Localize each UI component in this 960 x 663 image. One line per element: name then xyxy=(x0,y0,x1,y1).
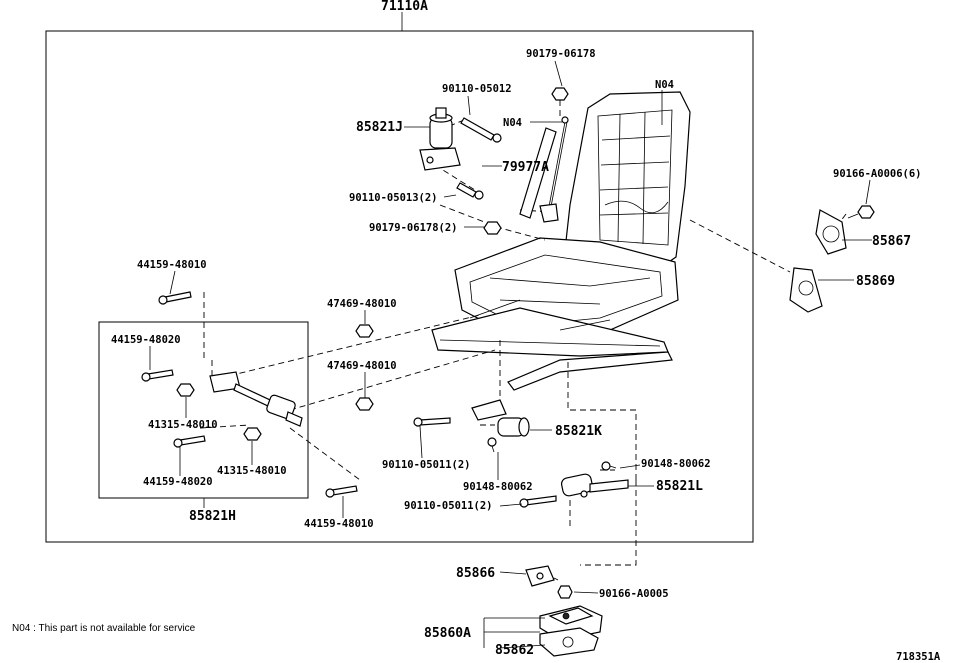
bolt-44159-48020-a xyxy=(141,369,174,382)
label-n04-a: N04 xyxy=(503,117,522,129)
assembly-frame xyxy=(45,30,754,543)
label-85860a: 85860A xyxy=(424,626,471,641)
nut-47469-b xyxy=(355,397,374,411)
label-85821l: 85821L xyxy=(656,479,703,494)
motor-85821k xyxy=(471,399,530,437)
label-90110-05012: 90110-05012 xyxy=(442,83,512,95)
label-41315-48010-b: 41315-48010 xyxy=(217,465,287,477)
label-85867: 85867 xyxy=(872,234,911,249)
label-90110-05011-b: 90110-05011(2) xyxy=(404,500,493,512)
gearbox-85821h xyxy=(209,371,303,427)
bolt-90110-05013 xyxy=(456,182,484,200)
nut-90179-pair xyxy=(483,221,502,235)
bolt-90110-05012 xyxy=(460,117,502,143)
bolt-44159-top xyxy=(158,291,192,305)
label-47469-48010-b: 47469-48010 xyxy=(327,360,397,372)
screw-90166-a0006 xyxy=(847,205,875,219)
bushing-41315-a xyxy=(176,383,195,397)
subassembly-85821h-frame xyxy=(98,321,309,499)
label-85869: 85869 xyxy=(856,274,895,289)
label-44159-48010-bot: 44159-48010 xyxy=(304,518,374,530)
label-85866: 85866 xyxy=(456,566,495,581)
figure-id: 718351A xyxy=(896,651,941,663)
knob-85862 xyxy=(539,627,599,657)
label-85821h: 85821H xyxy=(189,509,236,524)
label-85821k: 85821K xyxy=(555,424,602,439)
screw-90166-a0005 xyxy=(557,585,573,599)
nut-47469-a xyxy=(355,324,374,338)
bracket-85869 xyxy=(789,267,823,313)
label-44159-48020-b: 44159-48020 xyxy=(143,476,213,488)
motor-85821j xyxy=(419,107,461,171)
label-41315-48010-a: 41315-48010 xyxy=(148,419,218,431)
label-90166-a0006: 90166-A0006(6) xyxy=(833,168,922,180)
bushing-41315-b xyxy=(243,427,262,441)
label-79977a: 79977A xyxy=(502,160,549,175)
cover-85867 xyxy=(815,209,847,255)
bolt-90110-05011-b xyxy=(519,495,557,508)
label-47469-48010-a: 47469-48010 xyxy=(327,298,397,310)
bolt-44159-48020-b xyxy=(173,435,206,448)
label-90148-80062-a: 90148-80062 xyxy=(463,481,533,493)
label-90110-05011-a: 90110-05011(2) xyxy=(382,459,471,471)
nut-90179-top xyxy=(551,87,569,101)
trim-79977a xyxy=(519,127,557,219)
screw-90148-a xyxy=(487,437,497,453)
label-90110-05013: 90110-05013(2) xyxy=(349,192,438,204)
screw-90148-b xyxy=(601,461,617,471)
motor-85821l xyxy=(560,473,629,498)
label-90179-06178-top: 90179-06178 xyxy=(526,48,596,60)
label-n04-b: N04 xyxy=(655,79,674,91)
cable-n04 xyxy=(539,116,569,223)
service-note: N04 : This part is not available for ser… xyxy=(12,623,196,634)
bolt-90110-05011-a xyxy=(413,417,451,427)
seat-frame xyxy=(431,91,691,391)
label-85862: 85862 xyxy=(495,643,534,658)
bolt-44159-bot xyxy=(325,485,358,498)
switch-85866 xyxy=(525,565,559,587)
label-90179-06178-2: 90179-06178(2) xyxy=(369,222,458,234)
label-90166-a0005: 90166-A0005 xyxy=(599,588,669,600)
label-85821j: 85821J xyxy=(356,120,403,135)
assembly-label: 71110A xyxy=(381,0,428,14)
label-44159-48010-top: 44159-48010 xyxy=(137,259,207,271)
label-90148-80062-b: 90148-80062 xyxy=(641,458,711,470)
label-44159-48020-a: 44159-48020 xyxy=(111,334,181,346)
